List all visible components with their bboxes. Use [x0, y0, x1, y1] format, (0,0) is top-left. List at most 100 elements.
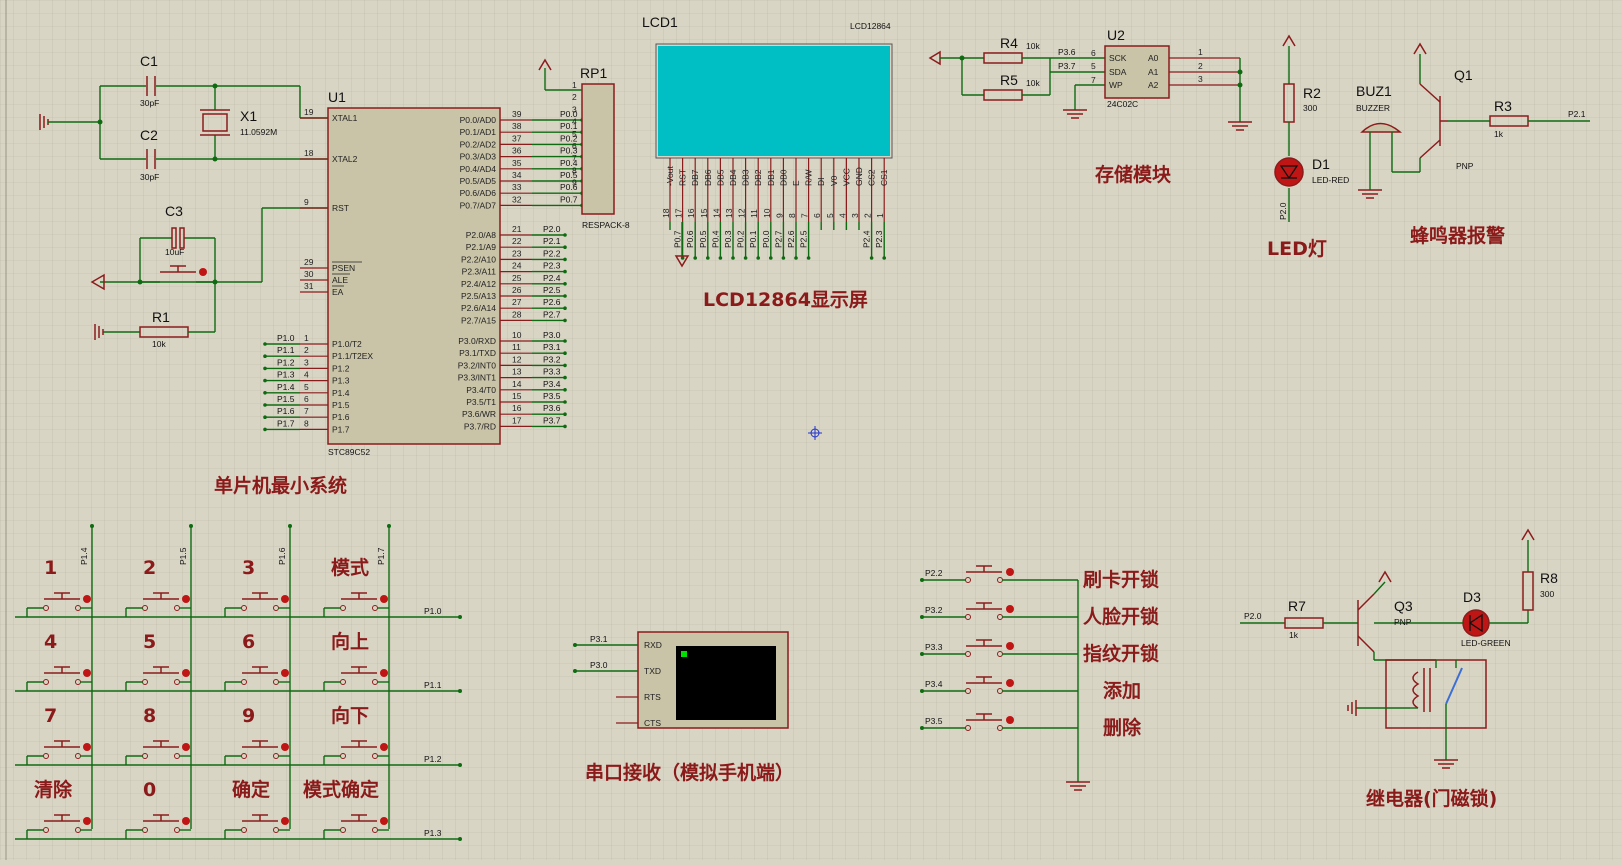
- u1-pin-number: 30: [304, 269, 314, 279]
- u2-pin-num-2: 2: [1198, 61, 1203, 71]
- lcd-pin-number: 9: [774, 213, 784, 218]
- keypad-key-label: 1: [44, 557, 57, 579]
- rp1-pin-number: 5: [572, 129, 577, 139]
- lcd-net-label: P0.2: [736, 230, 746, 248]
- keypad-col-net: P1.4: [79, 547, 89, 565]
- lcd-net-label: P0.7: [673, 230, 683, 248]
- keypad-row-net: P1.1: [424, 680, 442, 690]
- keypad-key-label: 向下: [331, 704, 369, 727]
- r5-ref: R5: [1000, 72, 1018, 88]
- keypad-row-net: P1.0: [424, 606, 442, 616]
- crosshair-cursor-icon: [808, 426, 822, 440]
- keypad-button[interactable]: [323, 592, 389, 617]
- lcd-net-label: P2.7: [773, 230, 783, 248]
- u1-pin-number: 11: [512, 342, 521, 352]
- keypad-button[interactable]: [323, 740, 389, 765]
- u1-pin-number: 21: [512, 224, 522, 234]
- reset-section: C3 10uF R1 10k: [90, 203, 328, 349]
- lcd-pin-name: DB2: [753, 169, 763, 186]
- function-button[interactable]: [965, 639, 1015, 657]
- lcd-net-label: P0.1: [748, 230, 758, 248]
- keypad-key-label: 5: [143, 631, 156, 653]
- u2-net-sck: P3.6: [1058, 47, 1076, 57]
- function-button[interactable]: [965, 713, 1015, 731]
- keypad-key-label: 6: [242, 631, 255, 653]
- rp1-part: RESPACK-8: [582, 220, 630, 230]
- keypad-button[interactable]: [26, 666, 92, 691]
- keypad-button[interactable]: [125, 740, 191, 765]
- u1-net-label: P0.4: [560, 158, 578, 168]
- keypad-button[interactable]: [26, 740, 92, 765]
- title-mcu: 单片机最小系统: [214, 474, 347, 497]
- keypad-button[interactable]: [323, 666, 389, 691]
- r3-net: P2.1: [1568, 109, 1586, 119]
- keypad-button[interactable]: [224, 666, 290, 691]
- u1-net-label: P3.7: [543, 415, 561, 425]
- r7-ref: R7: [1288, 598, 1306, 614]
- d1-ref: D1: [1312, 156, 1330, 172]
- u1-pin-number: 12: [512, 354, 522, 364]
- lcd-pin-number: 14: [711, 208, 721, 218]
- u1-pin-name: P1.7: [332, 424, 350, 434]
- lcd-pin-name: E: [791, 180, 801, 186]
- keypad-button[interactable]: [125, 592, 191, 617]
- x1-ref: X1: [240, 108, 257, 124]
- u1-pin-number: 23: [512, 248, 522, 258]
- function-button[interactable]: [965, 676, 1015, 694]
- lcd-pin-name: DB0: [778, 169, 788, 186]
- u1-pin-number: 15: [512, 391, 522, 401]
- u1-ref: U1: [328, 89, 346, 105]
- lcd-pin-number: 8: [787, 213, 797, 218]
- keypad-button[interactable]: [26, 814, 92, 839]
- keypad-col-net: P1.5: [178, 547, 188, 565]
- u1-pin-name: P3.0/RXD: [458, 336, 496, 346]
- u1-pin-name: P0.2/AD2: [460, 139, 497, 149]
- terminal-screen: [676, 646, 776, 720]
- title-storage: 存储模块: [1095, 163, 1172, 186]
- buz1-ref: BUZ1: [1356, 83, 1392, 99]
- title-led: LED灯: [1267, 238, 1327, 260]
- u1-net-label: P0.3: [560, 146, 578, 156]
- led-d1-circuit: R2 300 D1 LED-RED P2.0: [1274, 34, 1349, 222]
- u1-pin-number: 7: [304, 406, 309, 416]
- keypad-button[interactable]: [224, 592, 290, 617]
- keypad-button[interactable]: [125, 666, 191, 691]
- u2-pin-num-7: 7: [1091, 75, 1096, 85]
- u1-pin-number: 29: [304, 257, 314, 267]
- u1-part: STC89C52: [328, 447, 370, 457]
- r8-value: 300: [1540, 589, 1554, 599]
- u1-pin-name: P3.3/INT1: [458, 373, 497, 383]
- keypad-button[interactable]: [323, 814, 389, 839]
- u1-pin-number: 35: [512, 158, 522, 168]
- lcd-pin-name: DB5: [715, 169, 725, 186]
- u2-pin-sck: SCK: [1109, 53, 1127, 63]
- u1-pin-name: P0.0/AD0: [460, 115, 497, 125]
- u1-pin-name: P2.6/A14: [461, 303, 496, 313]
- u1-pin-name: P1.6: [332, 412, 350, 422]
- u1-pin-name: P0.4/AD4: [460, 164, 497, 174]
- button-net-label: P3.2: [925, 605, 943, 615]
- u1-pin-number: 28: [512, 309, 522, 319]
- title-lcd: LCD12864显示屏: [703, 289, 868, 311]
- u1-pin-name: XTAL2: [332, 154, 358, 164]
- keypad-button[interactable]: [224, 814, 290, 839]
- u1-pin-name: P2.1/A9: [466, 242, 497, 252]
- d1-net: P2.0: [1278, 202, 1288, 220]
- u2-pin-a2: A2: [1148, 80, 1159, 90]
- u1-net-label: P3.0: [543, 330, 561, 340]
- u1-pin-name: P1.5: [332, 400, 350, 410]
- rp1-pin-number: 8: [572, 165, 577, 175]
- keypad-button[interactable]: [26, 592, 92, 617]
- keypad-col-net: P1.6: [277, 547, 287, 565]
- lcd-net-label: P0.4: [710, 230, 720, 248]
- keypad-button[interactable]: [125, 814, 191, 839]
- keypad-button[interactable]: [224, 740, 290, 765]
- lcd-pin-number: 7: [800, 213, 810, 218]
- u1-pin-number: 6: [304, 394, 309, 404]
- button-label: 人脸开锁: [1083, 605, 1159, 628]
- u1-net-label: P1.5: [277, 394, 295, 404]
- u1-net-label: P3.4: [543, 379, 561, 389]
- u1-pin-name: P2.3/A11: [462, 267, 497, 277]
- lcd-screen: [658, 46, 890, 156]
